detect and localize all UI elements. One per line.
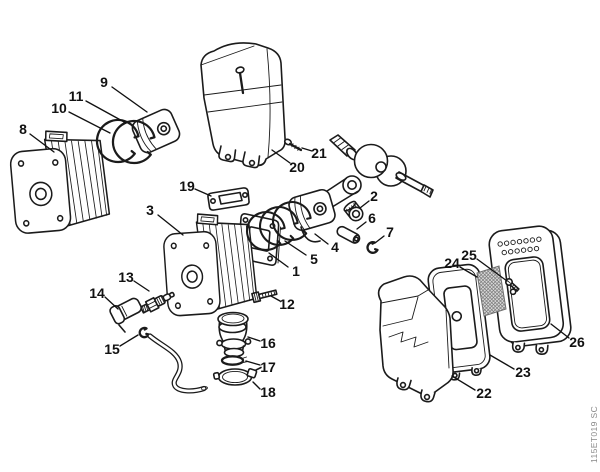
svg-text:4: 4 (331, 239, 339, 255)
svg-text:7: 7 (386, 224, 394, 240)
callout-25: 25 (461, 247, 508, 282)
part-intake-boot (216, 311, 252, 358)
callout-12: 12 (270, 295, 295, 312)
svg-text:3: 3 (146, 202, 154, 218)
callout-16: 16 (247, 335, 276, 351)
part-crankshaft (329, 134, 434, 198)
part-hose-clip (138, 326, 150, 339)
part-piston-strap (300, 226, 321, 243)
svg-text:1: 1 (292, 263, 300, 279)
callout-21: 21 (301, 145, 327, 161)
part-exhaust-gasket (207, 187, 250, 211)
svg-text:12: 12 (279, 296, 295, 312)
part-clamp-ring (220, 355, 248, 366)
callout-20: 20 (271, 149, 305, 175)
svg-text:24: 24 (444, 255, 460, 271)
svg-text:10: 10 (51, 100, 67, 116)
callout-26: 26 (550, 323, 585, 350)
callout-10: 10 (51, 100, 111, 134)
callout-3: 3 (146, 202, 184, 236)
callout-15: 15 (104, 334, 139, 357)
callout-11: 11 (69, 88, 127, 124)
part-cylinder-screw (251, 289, 278, 304)
part-filter-housing (377, 275, 454, 403)
callout-14: 14 (89, 285, 119, 310)
callout-5: 5 (284, 240, 318, 267)
doc-code: 115ET019 SC (589, 406, 599, 463)
callout-1: 1 (268, 252, 300, 279)
svg-text:14: 14 (89, 285, 105, 301)
callout-8: 8 (19, 121, 55, 153)
svg-text:20: 20 (289, 159, 305, 175)
part-cover-screw (504, 277, 520, 292)
callout-22: 22 (451, 375, 492, 401)
svg-text:19: 19 (179, 178, 195, 194)
svg-text:2: 2 (370, 188, 378, 204)
part-muffler (200, 42, 286, 169)
part-hose-clamp (212, 366, 262, 386)
part-circlip (366, 241, 379, 254)
callout-17: 17 (245, 359, 276, 375)
svg-text:15: 15 (104, 341, 120, 357)
part-plug-boot (109, 297, 142, 333)
callout-2: 2 (359, 188, 378, 209)
callout-13: 13 (118, 269, 150, 292)
part-piston-center (286, 187, 338, 233)
svg-text:11: 11 (69, 88, 84, 104)
part-muffler-screw (283, 138, 303, 152)
svg-text:23: 23 (515, 364, 531, 380)
callout-18: 18 (252, 381, 276, 400)
svg-text:25: 25 (461, 247, 477, 263)
part-spark-plug (139, 291, 175, 314)
callout-4: 4 (314, 233, 339, 255)
part-filter-cover (488, 225, 572, 355)
callout-7: 7 (374, 224, 394, 244)
svg-text:16: 16 (260, 335, 276, 351)
svg-text:5: 5 (310, 251, 318, 267)
part-filter-element (476, 265, 507, 317)
svg-text:9: 9 (100, 74, 108, 90)
svg-text:8: 8 (19, 121, 27, 137)
muffler-bolt-icon (235, 66, 245, 95)
callout-24: 24 (444, 255, 478, 278)
svg-text:26: 26 (569, 334, 585, 350)
part-needle-bearing (343, 200, 364, 222)
svg-text:22: 22 (476, 385, 492, 401)
part-piston-pin (336, 225, 361, 244)
callout-9: 9 (100, 74, 148, 113)
svg-text:18: 18 (260, 384, 276, 400)
part-impulse-hose (147, 333, 208, 394)
callout-6: 6 (356, 210, 376, 230)
svg-text:6: 6 (368, 210, 376, 226)
part-cylinder-center (160, 209, 259, 318)
cover-vent-holes (497, 236, 542, 256)
part-cylinder-left (7, 125, 112, 235)
svg-text:21: 21 (311, 145, 327, 161)
svg-text:13: 13 (118, 269, 134, 285)
callout-23: 23 (489, 354, 531, 380)
svg-text:17: 17 (260, 359, 276, 375)
callout-19: 19 (179, 178, 212, 197)
